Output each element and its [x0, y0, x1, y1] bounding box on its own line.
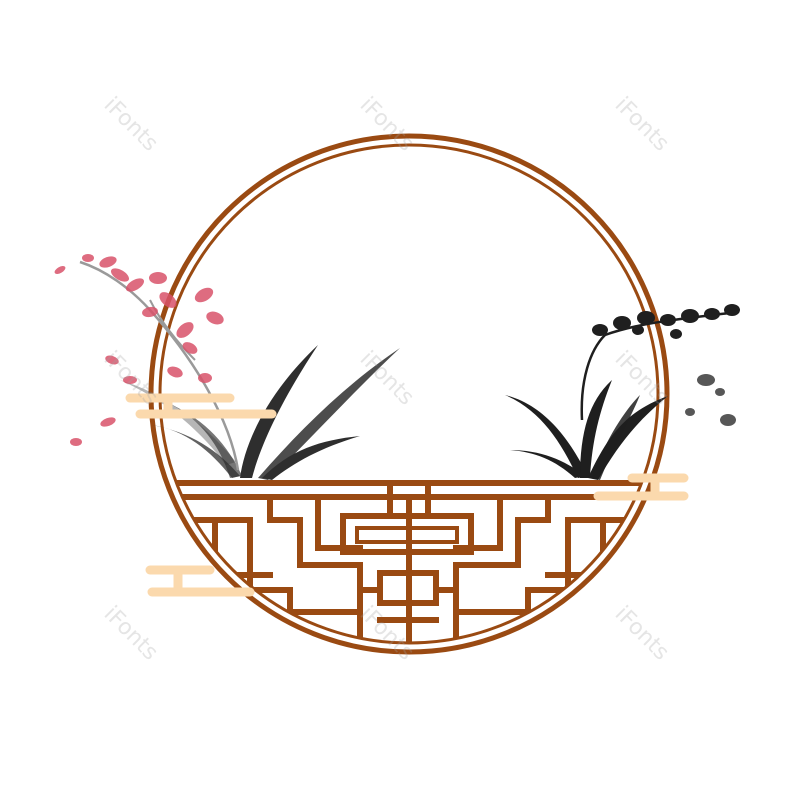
red-orchid-blossoms — [54, 254, 240, 471]
cloud-motif-left-upper — [125, 393, 277, 419]
cloud-motif-left-lower — [145, 565, 255, 597]
orchid-plant-right — [505, 304, 740, 480]
cloud-motif-right — [593, 473, 689, 501]
orchid-leaves-left — [120, 345, 400, 480]
